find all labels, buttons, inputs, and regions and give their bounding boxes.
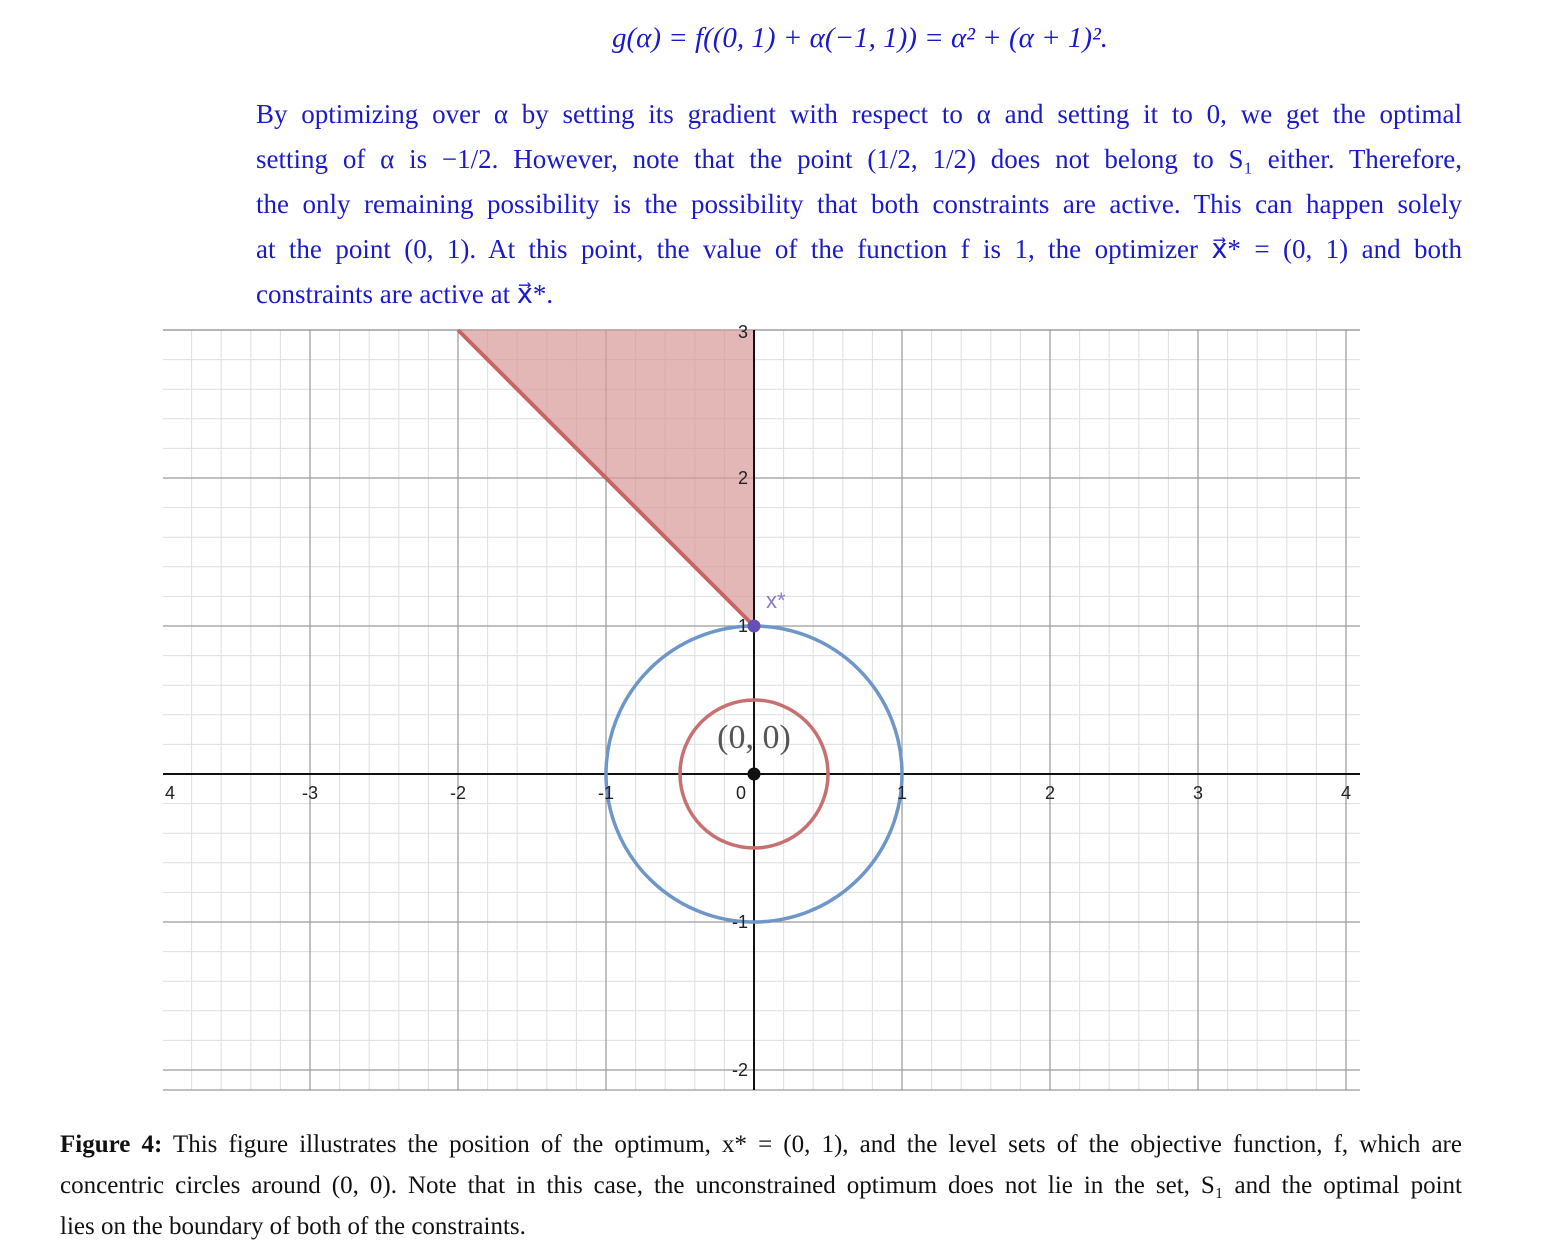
x-tick-label: 2 bbox=[1045, 783, 1055, 803]
caption-line: lies on the boundary of both of the cons… bbox=[60, 1213, 526, 1240]
x-tick-label: 4 bbox=[165, 783, 175, 803]
y-tick-label: 3 bbox=[738, 322, 748, 342]
level-set-circle bbox=[678, 698, 830, 850]
x-tick-label: -2 bbox=[450, 783, 466, 803]
x-tick-label: 1 bbox=[897, 783, 907, 803]
x-tick-label: -3 bbox=[302, 783, 318, 803]
region-boundary-line bbox=[456, 328, 756, 628]
y-tick-label: 2 bbox=[738, 468, 748, 488]
x-tick-label: 4 bbox=[1341, 783, 1351, 803]
caption-line: concentric circles around (0, 0). Note t… bbox=[60, 1172, 1462, 1199]
tick-labels: 4 -3 -2 -1 0 1 2 3 4 -2 -1 1 2 3 bbox=[165, 322, 1351, 1080]
optimum-point bbox=[747, 619, 761, 633]
y-tick-label: 1 bbox=[738, 616, 748, 636]
y-tick-label: -1 bbox=[732, 912, 748, 932]
y-tick-label: -2 bbox=[732, 1060, 748, 1080]
x-tick-label: 3 bbox=[1193, 783, 1203, 803]
paragraph-line: setting of α is −1/2. However, note that… bbox=[256, 144, 1462, 174]
caption-text: This figure illustrates the position of … bbox=[172, 1131, 1462, 1158]
paragraph-line: at the point (0, 1). At this point, the … bbox=[256, 234, 1462, 264]
caption-line: Figure 4: This figure illustrates the po… bbox=[60, 1124, 1462, 1165]
equation: g(α) = f((0, 1) + α(−1, 1)) = α² + (α + … bbox=[611, 22, 1109, 54]
optimum-label: x* bbox=[766, 588, 786, 613]
figure-caption: Figure 4: This figure illustrates the po… bbox=[60, 1124, 1462, 1247]
origin-label: (0, 0) bbox=[717, 719, 791, 756]
origin-point bbox=[747, 767, 761, 781]
paragraph-line: constraints are active at x⃗*. bbox=[256, 279, 554, 309]
axes bbox=[163, 330, 1360, 1090]
paragraph-line: By optimizing over α by setting its grad… bbox=[256, 99, 1462, 129]
body-paragraph: By optimizing over α by setting its grad… bbox=[256, 92, 1462, 317]
x-tick-label: 0 bbox=[736, 783, 746, 803]
major-grid bbox=[163, 329, 1360, 1091]
paragraph-line: the only remaining possibility is the po… bbox=[256, 189, 1462, 219]
caption-label: Figure 4: bbox=[60, 1131, 163, 1158]
points: x* (0, 0) bbox=[717, 588, 791, 781]
x-tick-label: -1 bbox=[598, 783, 614, 803]
minor-grid bbox=[163, 330, 1360, 1090]
